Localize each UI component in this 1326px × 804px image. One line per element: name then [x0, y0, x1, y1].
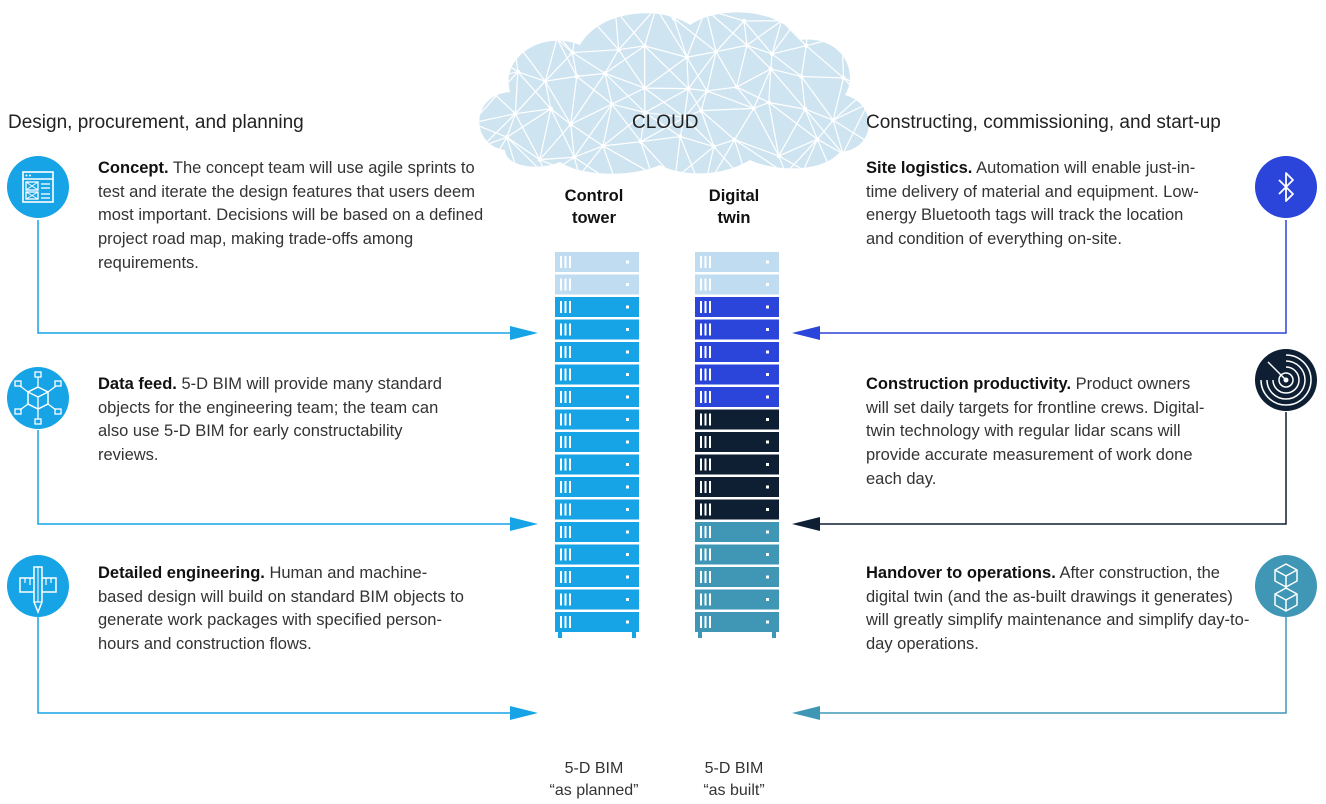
server-unit	[695, 454, 779, 475]
stack-foot	[558, 632, 562, 638]
bluetooth-icon	[1255, 156, 1317, 218]
site-logistics-description: Site logistics. Automation will enable j…	[866, 159, 1199, 249]
stack-foot	[772, 632, 776, 638]
server-unit	[695, 589, 779, 610]
server-unit	[695, 387, 779, 407]
server-unit	[695, 364, 779, 385]
pencil-ruler-icon	[7, 555, 69, 617]
server-unit	[555, 612, 639, 632]
server-unit	[695, 432, 779, 452]
control-tower-stack	[555, 252, 639, 638]
server-unit	[555, 342, 639, 362]
arrowhead-site-logistics	[792, 326, 820, 340]
server-unit	[695, 544, 779, 565]
server-unit	[555, 252, 639, 272]
server-unit	[695, 612, 779, 632]
concept-description: Concept. The concept team will use agile…	[98, 159, 484, 272]
construction-productivity-description: Construction productivity. Product owner…	[866, 375, 1205, 488]
arrowhead-detailed-engineering	[510, 706, 538, 720]
arrowhead-handover	[792, 706, 820, 720]
connector-construction-productivity	[820, 412, 1287, 525]
right-section-heading: Constructing, commissioning, and start-u…	[866, 112, 1221, 133]
server-unit	[555, 409, 639, 430]
control-tower-label: Control tower	[564, 187, 624, 227]
connector-data-feed	[37, 430, 510, 525]
cubes-icon	[1255, 555, 1317, 617]
server-unit	[695, 342, 779, 362]
arrowhead-construction-productivity	[792, 517, 820, 531]
radar-icon	[1255, 349, 1317, 411]
server-unit	[695, 567, 779, 587]
wireframe-icon	[7, 156, 69, 218]
server-unit	[695, 319, 779, 340]
server-unit	[555, 387, 639, 407]
data-cube-network-icon	[7, 367, 69, 429]
server-unit	[555, 454, 639, 475]
connector-site-logistics	[820, 220, 1287, 334]
as-planned-label: 5-D BIM “as planned”	[549, 760, 639, 799]
stack-foot	[698, 632, 702, 638]
server-unit	[555, 274, 639, 295]
left-section-heading: Design, procurement, and planning	[8, 112, 304, 133]
server-unit	[695, 274, 779, 295]
server-unit	[555, 477, 639, 497]
digital-twin-label: Digital twin	[708, 187, 760, 227]
server-unit	[555, 319, 639, 340]
server-unit	[555, 589, 639, 610]
digital-twin-stack	[695, 252, 779, 638]
server-unit	[555, 544, 639, 565]
server-unit	[555, 522, 639, 542]
handover-description: Handover to operations. After constructi…	[866, 564, 1250, 654]
server-unit	[695, 499, 779, 520]
connector-detailed-engineering	[37, 600, 510, 714]
as-built-label: 5-D BIM “as built”	[703, 760, 765, 799]
server-unit	[555, 567, 639, 587]
connector-handover	[820, 600, 1287, 714]
arrowhead-concept	[510, 326, 538, 340]
server-unit	[555, 364, 639, 385]
detailed-engineering-description: Detailed engineering. Human and machine-…	[98, 564, 464, 654]
data-feed-description: Data feed. 5-D BIM will provide many sta…	[98, 375, 442, 465]
server-unit	[555, 432, 639, 452]
server-unit	[555, 297, 639, 317]
stack-foot	[632, 632, 636, 638]
server-unit	[695, 477, 779, 497]
arrowhead-data-feed	[510, 517, 538, 531]
cloud-label: CLOUD	[632, 112, 699, 133]
server-unit	[695, 252, 779, 272]
server-unit	[695, 409, 779, 430]
server-unit	[695, 297, 779, 317]
server-unit	[695, 522, 779, 542]
connector-concept	[37, 220, 510, 334]
server-unit	[555, 499, 639, 520]
